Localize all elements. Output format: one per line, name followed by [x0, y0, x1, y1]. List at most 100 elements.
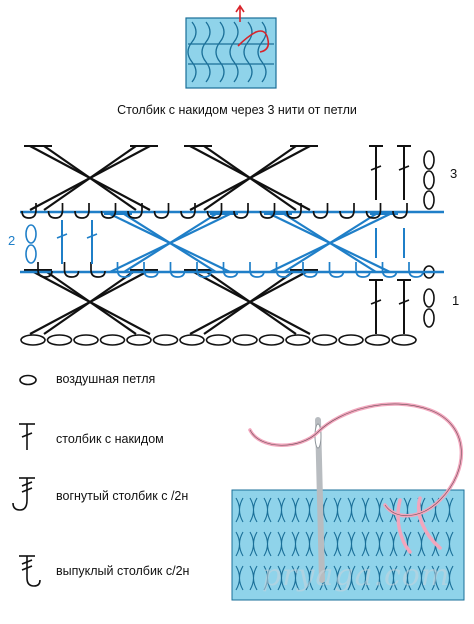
knit-stitch	[403, 565, 412, 591]
bottom-needle-illustration	[231, 402, 465, 601]
row-label-1: 1	[452, 293, 460, 308]
post-stitch-hook	[206, 203, 223, 219]
post-stitch-hook	[233, 203, 249, 219]
chain-stitch	[311, 334, 338, 346]
post-stitch-hook	[90, 262, 106, 278]
knit-stitch	[263, 497, 272, 523]
knit-stitch	[277, 565, 286, 591]
knit-stitch	[277, 497, 286, 523]
chain-stitch	[179, 334, 205, 346]
row-label-3: 3	[450, 166, 458, 181]
chain-stitch	[232, 334, 258, 346]
chain-stitch	[258, 334, 285, 346]
chain-stitch	[205, 334, 232, 346]
diagram-title: Столбик с накидом через 3 нити от петли	[117, 103, 357, 117]
knit-stitch	[375, 497, 384, 523]
turning-chain-blue	[25, 244, 37, 264]
chain-stitch	[126, 334, 152, 346]
knit-stitch	[445, 497, 454, 523]
post-stitch-hook	[169, 262, 186, 278]
post-stitch-hook	[339, 203, 355, 219]
chart-layer	[20, 145, 444, 346]
crossed-stitch	[43, 145, 137, 211]
knit-stitch	[389, 531, 398, 557]
post-stitch-hook	[100, 203, 117, 219]
post-stitch-hook	[408, 262, 424, 278]
legend-bpdc-label: вогнутый столбик с /2н	[56, 489, 189, 503]
dc-tick	[370, 299, 382, 305]
top-stitch-illustration	[185, 4, 277, 89]
post-stitch-hook	[116, 262, 133, 278]
knit-stitch	[235, 497, 244, 523]
post-stitch-hook	[392, 203, 408, 219]
post-stitch-hook	[21, 203, 37, 219]
chain-stitch	[46, 334, 73, 346]
post-stitch-hook	[302, 262, 318, 278]
chain-stitch	[391, 334, 417, 346]
knit-stitch	[445, 531, 454, 557]
turning-chain	[423, 170, 435, 190]
turning-chain	[423, 190, 435, 210]
legend-fpdc-label: выпуклый столбик с/2н	[56, 564, 190, 578]
knit-stitch	[249, 531, 258, 557]
knit-stitch	[347, 497, 356, 523]
knit-stitch	[361, 565, 370, 591]
post-stitch-hook	[63, 262, 80, 278]
knit-stitch	[389, 565, 398, 591]
knit-stitch	[333, 497, 342, 523]
post-stitch-hook	[153, 203, 170, 219]
crossed-stitch	[123, 213, 217, 273]
chain-stitch	[152, 334, 179, 346]
post-stitch-hook	[259, 203, 276, 219]
post-stitch-hook	[381, 262, 398, 278]
legend-chain-label: воздушная петля	[56, 372, 156, 386]
post-stitch-hook	[286, 203, 302, 219]
crossed-stitch	[43, 269, 137, 335]
knit-stitch	[235, 531, 244, 557]
post-stitch-hook	[249, 262, 265, 278]
post-stitch-hook	[328, 262, 345, 278]
knit-stitch	[403, 497, 412, 523]
knit-stitch	[361, 531, 370, 557]
knit-stitch	[403, 531, 412, 557]
turning-chain	[423, 150, 435, 170]
turning-chain	[423, 288, 435, 308]
chain-stitch	[20, 334, 46, 346]
knit-stitch	[305, 531, 314, 557]
knit-stitch	[347, 565, 356, 591]
knit-stitch	[431, 565, 440, 591]
knit-stitch	[417, 565, 426, 591]
turning-chain	[423, 308, 435, 328]
knit-stitch	[235, 565, 244, 591]
dc-tick	[56, 233, 68, 239]
post-stitch-hook	[74, 203, 90, 219]
dc-tick	[370, 165, 382, 171]
chain-stitch	[285, 334, 311, 346]
knit-stitch	[249, 497, 258, 523]
turning-chain-blue	[25, 224, 37, 244]
watermark: pryaga.com	[262, 558, 451, 593]
dc-tick	[398, 299, 410, 305]
knit-stitch	[305, 565, 314, 591]
post-stitch-hook	[222, 262, 239, 278]
post-stitch-hook	[365, 203, 382, 219]
dc-tick	[86, 233, 98, 239]
knit-stitch	[277, 531, 286, 557]
post-stitch-hook	[180, 203, 196, 219]
chain-stitch	[338, 334, 364, 346]
knit-stitch	[291, 497, 300, 523]
post-stitch-hook	[196, 262, 212, 278]
chain-stitch	[99, 334, 126, 346]
knit-stitch	[263, 565, 272, 591]
knit-stitch	[389, 497, 398, 523]
knit-stitch	[305, 497, 314, 523]
knit-stitch	[445, 565, 454, 591]
legend-dc-label: столбик с накидом	[56, 432, 164, 446]
legend-symbols	[12, 374, 41, 587]
back-post-double-crochet-symbol	[12, 477, 35, 511]
post-stitch-hook	[37, 262, 53, 278]
knit-stitch	[333, 565, 342, 591]
chain-stitch	[73, 334, 99, 346]
